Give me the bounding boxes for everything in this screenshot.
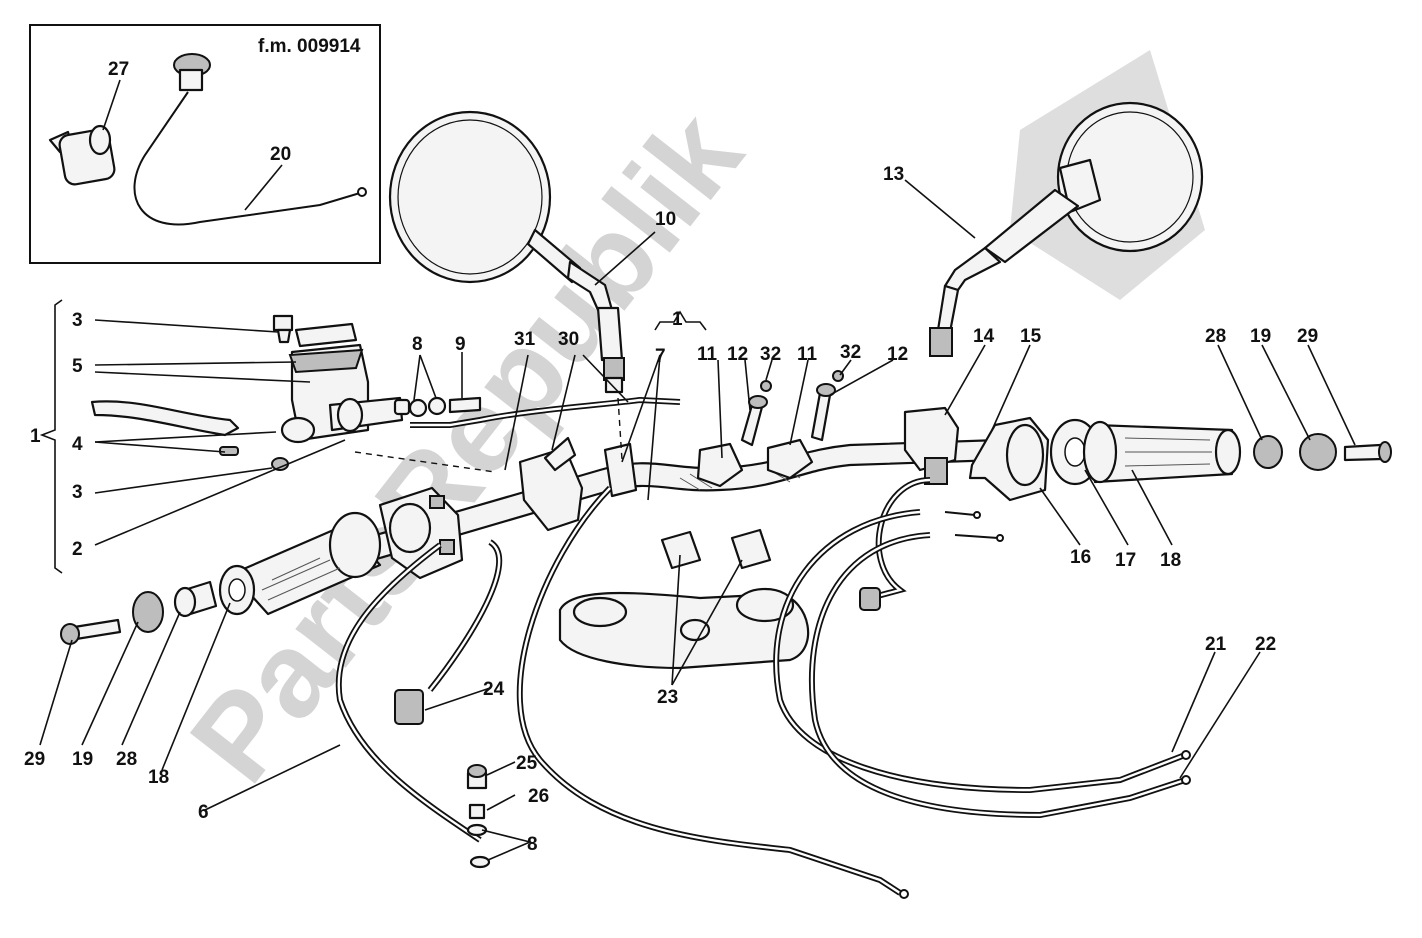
callout-12: 12 [727,344,748,365]
callout-29: 29 [24,749,45,770]
callout-25: 25 [516,753,538,774]
left-grip-assembly [60,511,382,645]
right-mirror [904,101,1204,357]
callout-13: 13 [883,164,904,185]
right-mirror-glass [1056,101,1204,253]
lower-clamp-left [660,530,702,570]
callout-11: 11 [697,344,718,365]
callout-21: 21 [1205,634,1227,655]
callout-numbers: 1 1 2 3 3 4 5 6 7 8 8 9 10 11 11 12 12 1… [24,59,1318,855]
bar-end-weight [132,591,164,633]
right-grip-assembly [903,406,1392,502]
callout-18: 18 [1160,550,1181,571]
callout-1: 1 [30,426,41,447]
upper-clamp-right [766,438,814,480]
callout-5: 5 [72,356,83,377]
left-switch-block [378,486,464,580]
right-bar-end-spacer [1253,435,1283,469]
callout-11: 11 [797,344,818,365]
inset-box: f.m. 009914 [29,24,381,264]
callout-15: 15 [1020,326,1042,347]
lower-clamp-right [730,528,772,570]
callout-1: 1 [672,309,683,330]
callout-31: 31 [514,329,536,350]
callout-27: 27 [108,59,129,80]
right-bar-end-bolt [1343,443,1384,462]
choke-knob-body [178,68,204,92]
left-mirror-glass [388,110,552,284]
callout-9: 9 [455,334,466,355]
clutch-cable [516,485,902,896]
clamp-bolt-left [740,403,764,447]
callout-2: 2 [72,539,83,560]
callout-29: 29 [1297,326,1318,347]
callout-32: 32 [840,342,861,363]
callout-26: 26 [528,786,549,807]
callout-10: 10 [655,209,676,230]
choke-cable [133,91,361,226]
callout-8: 8 [527,834,538,855]
callout-3: 3 [72,482,83,503]
callout-16: 16 [1070,547,1091,568]
left-mirror [388,110,656,394]
callout-17: 17 [1115,550,1136,571]
right-switch-block [903,406,960,472]
handlebar-clamps [518,370,844,570]
leader-lines [39,299,1356,861]
callout-19: 19 [1250,326,1271,347]
callout-24: 24 [483,679,505,700]
callout-20: 20 [270,144,291,165]
cable-lock-bore [88,124,112,156]
callout-30: 30 [558,329,579,350]
upper-clamp-left [696,442,744,488]
clamp-bolt-right [810,391,832,442]
brake-lever [90,400,240,437]
callout-8: 8 [412,334,423,355]
callout-12: 12 [887,344,908,365]
top-yoke [558,587,810,670]
callout-14: 14 [973,326,995,347]
callout-19: 19 [72,749,93,770]
callout-28: 28 [1205,326,1226,347]
callout-32: 32 [760,344,781,365]
throttle-cable-close [808,532,1186,819]
cables [335,477,1191,899]
callout-7: 7 [655,346,666,367]
callout-28: 28 [116,749,137,770]
callout-22: 22 [1255,634,1276,655]
callout-23: 23 [657,687,678,708]
callout-18: 18 [148,767,169,788]
callout-6: 6 [198,802,209,823]
callout-3: 3 [72,310,83,331]
inset-code: f.m. 009914 [258,36,361,57]
callout-4: 4 [72,434,83,455]
right-bar-end-weight [1299,433,1337,471]
